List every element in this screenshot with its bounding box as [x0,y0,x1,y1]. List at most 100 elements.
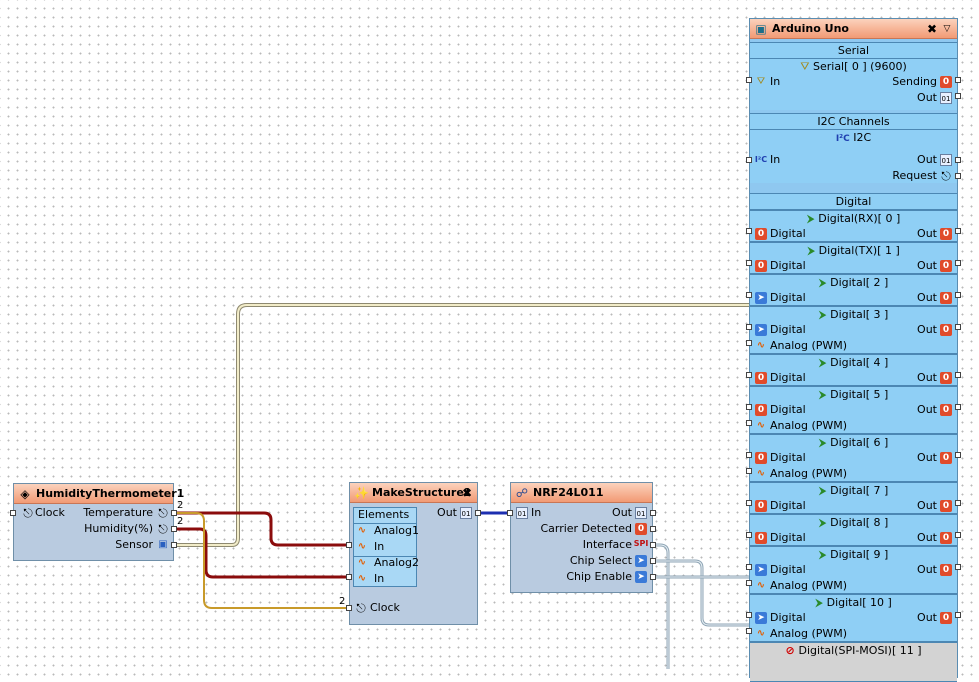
humidity-clock-pin[interactable] [10,510,16,516]
wire-clock[interactable] [177,512,349,609]
digital-10-in-pin[interactable] [746,612,752,618]
digital-in-icon: 0 [755,532,767,544]
digital-5-out-pin[interactable] [955,404,961,410]
digital-4-out-pin[interactable] [955,372,961,378]
digital-in-label: Digital [770,227,806,240]
make-clock-pin[interactable] [346,605,352,611]
i2c-in-pin[interactable] [746,157,752,163]
humidity-thermometer-header[interactable]: ◈ HumidityThermometer1 [14,484,184,504]
digital-8-in-pin[interactable] [746,532,752,538]
humidity-thermometer-component[interactable]: ◈ HumidityThermometer1 ⎋ Clock Temperatu… [13,483,184,561]
digital-9-analog-pin[interactable] [746,580,752,586]
nrf-out-label: Out [612,506,632,519]
wire-chip-select[interactable] [653,559,749,627]
digital-channel-title: ⮞ Digital[ 5 ] [750,387,957,402]
digital-9-in-pin[interactable] [746,564,752,570]
wire-temperature-analog1[interactable] [177,511,349,547]
i2c-request-pin[interactable] [955,173,961,179]
nrf24l01-component[interactable]: ☍ NRF24L011 01 In Out 01 Carrier Detecte… [510,482,653,593]
digital-2-in-pin[interactable] [746,292,752,298]
humidity-humidity-pin[interactable] [171,526,177,532]
analog2-label: Analog2 [374,556,420,569]
i2c-item: I²C I2C [750,130,957,147]
humidity-temperature-pin[interactable] [171,510,177,516]
digital-channel-title: ⮞ Digital[ 9 ] [750,547,957,562]
digital-9-out-pin[interactable] [955,564,961,570]
arduino-uno-component[interactable]: ▣ Arduino Uno ✖ ▽ Serial ⛛ Serial[ 0 ] (… [749,18,958,682]
i2c-out-pin[interactable] [955,157,961,163]
digital-7-out-pin[interactable] [955,500,961,506]
digital-channel-title: ⮞ Digital[ 10 ] [750,595,957,610]
digital-3-analog-pin[interactable] [746,340,752,346]
make-analog2-in-pin[interactable] [346,574,352,580]
digital-10-analog-pin[interactable] [746,628,752,634]
serial-item: ⛛ Serial[ 0 ] (9600) [750,59,957,74]
digital-5-analog-pin[interactable] [746,420,752,426]
wire-humidity-analog2[interactable] [177,527,349,579]
digital-3-out-pin[interactable] [955,324,961,330]
nrf-in-pin[interactable] [507,510,513,516]
arduino-header[interactable]: ▣ Arduino Uno ✖ ▽ [750,19,957,39]
serial-in-pin[interactable] [746,77,752,83]
digital-7-in-pin[interactable] [746,500,752,506]
digital-5-in-pin[interactable] [746,404,752,410]
elements-panel[interactable]: Elements ∿ Analog1 ∿ In ∿ Analog2 ∿ In [353,507,420,587]
i2c-section[interactable]: I2C Channels I²C I2C I²C In Out 01 Reque… [750,113,957,183]
serial-sending-pin[interactable] [955,77,961,83]
nrf-chip-select-pin[interactable] [650,558,656,564]
digital-6-analog-pin[interactable] [746,468,752,474]
humidity-sensor-pin[interactable] [171,542,177,548]
temperature-count-badge: 2 [177,500,184,511]
digital-2-out-pin[interactable] [955,292,961,298]
digital-3-in-pin[interactable] [746,324,752,330]
digital-channel-11[interactable]: ⊘ Digital(SPI-MOSI)[ 11 ] [750,642,957,682]
digital-6-in-pin[interactable] [746,452,752,458]
digital-out-label: Out [917,323,937,336]
nrf-interface-label: Interface [582,538,632,551]
digital-0-in-pin[interactable] [746,228,752,234]
digital-6-out-pin[interactable] [955,452,961,458]
make-analog1-in-pin[interactable] [346,542,352,548]
nrf24l01-header[interactable]: ☍ NRF24L011 [511,483,652,503]
digital-4-in-pin[interactable] [746,372,752,378]
digital-channel-label: Digital(SPI-MOSI)[ 11 ] [798,644,922,657]
nrf-carrier-pin[interactable] [650,526,656,532]
digital-channel-title: ⮞ Digital[ 4 ] [750,355,957,370]
digital-channel-icon: ⮞ [818,276,831,289]
make-out-icon: 01 [460,507,472,519]
nrf-out-pin[interactable] [650,510,656,516]
serial-out-label: Out [917,91,937,104]
digital-in-icon: 0 [755,452,767,464]
make-structure-component[interactable]: ✨ MakeStructure1 ✖ Elements ∿ Analog1 ∿ … [349,482,478,625]
make-out-pin[interactable] [475,510,481,516]
digital-1-in-pin[interactable] [746,260,752,266]
dropdown-arrow-icon[interactable]: ▽ [943,24,951,34]
tools-icon[interactable]: ✖ [926,22,938,36]
nrf-interface-pin[interactable] [650,542,656,548]
digital-10-out-pin[interactable] [955,612,961,618]
tools-icon[interactable]: ✖ [461,486,473,500]
make-structure-header[interactable]: ✨ MakeStructure1 ✖ [350,483,477,503]
nrf-chip-enable-pin[interactable] [650,574,656,580]
digital-0-out-pin[interactable] [955,228,961,234]
serial-out-pin[interactable] [955,93,961,99]
analog1-in-label: In [374,540,385,553]
serial-item-label: Serial[ 0 ] (9600) [812,60,907,73]
digital-out-icon: 0 [940,500,952,512]
digital-8-out-pin[interactable] [955,532,961,538]
digital-1-out-pin[interactable] [955,260,961,266]
serial-section[interactable]: Serial ⛛ Serial[ 0 ] (9600) ⛛ In Sending… [750,42,957,110]
